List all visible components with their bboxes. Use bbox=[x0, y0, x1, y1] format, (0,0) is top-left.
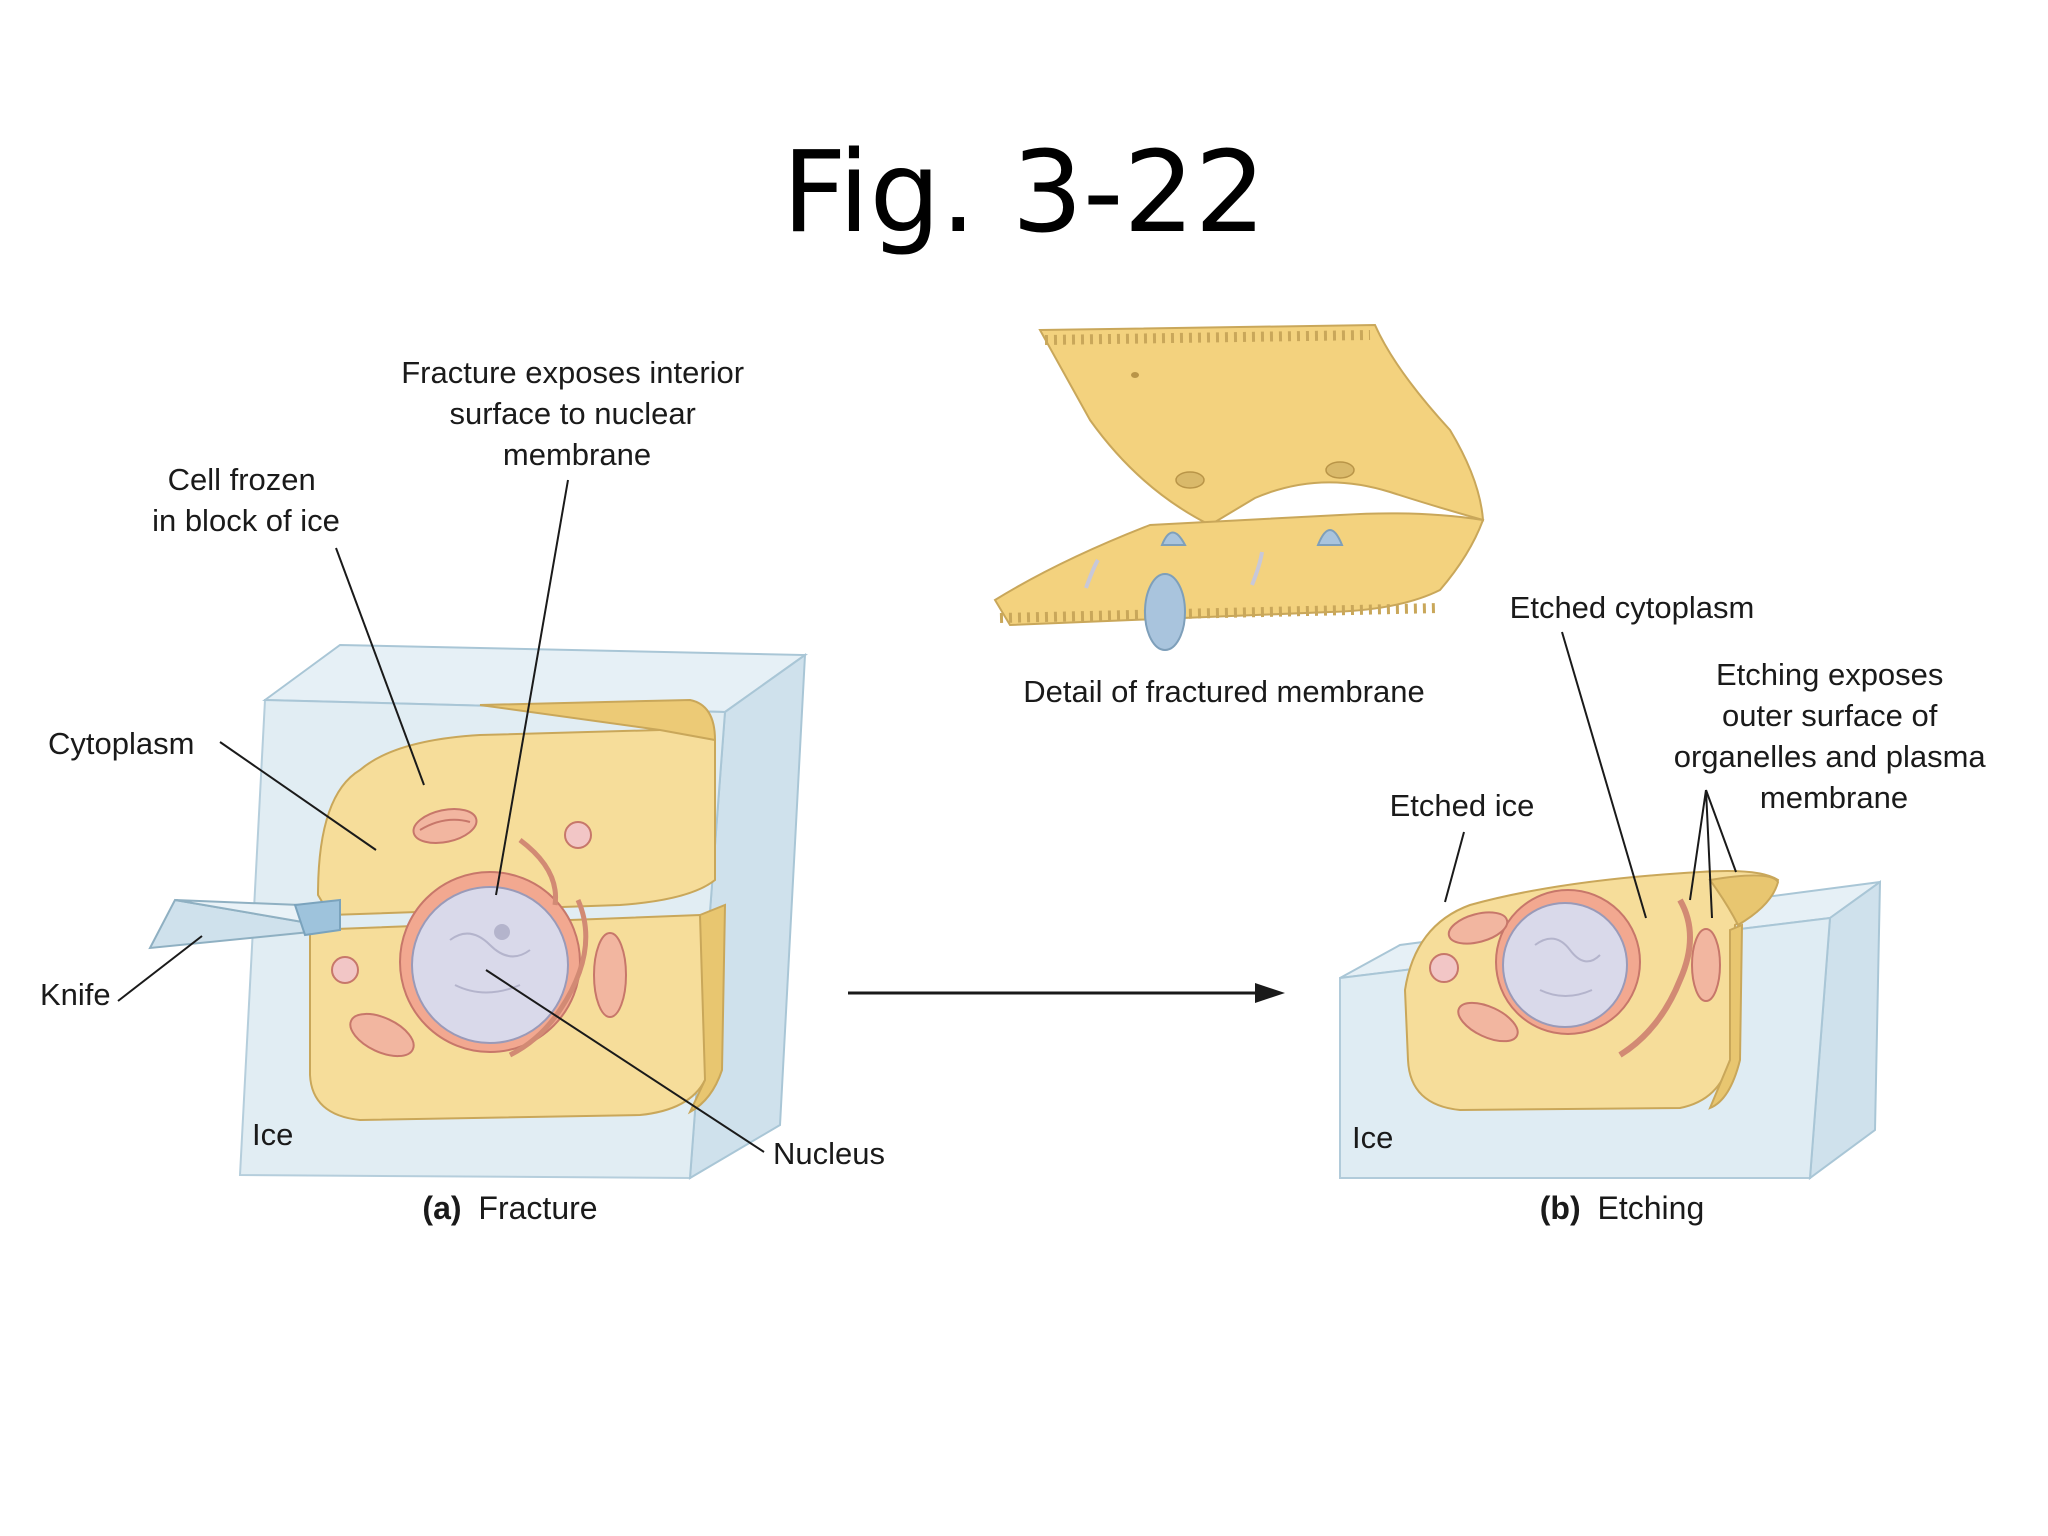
membrane-upper-pits bbox=[1131, 372, 1355, 489]
label-etching-exposes-line-4: membrane bbox=[1760, 780, 1908, 815]
caption-fracture-text: Fracture bbox=[478, 1190, 597, 1226]
caption-etching-text: Etching bbox=[1598, 1190, 1705, 1226]
label-cytoplasm: Cytoplasm bbox=[48, 726, 194, 761]
label-nucleus: Nucleus bbox=[773, 1136, 885, 1171]
leader-fracture-exposes bbox=[495, 479, 569, 896]
slide-title: Fig. 3-22 bbox=[782, 128, 1266, 258]
label-etching-exposes: Etching exposes outer surface of organel… bbox=[1674, 657, 1995, 815]
leader-cytoplasm bbox=[219, 741, 377, 851]
process-arrow bbox=[848, 983, 1285, 1003]
leader-etching-exposes-2 bbox=[1705, 789, 1713, 919]
label-fracture-exposes-line-3: membrane bbox=[503, 437, 651, 472]
knife bbox=[148, 898, 341, 950]
captions: (a) Fracture (b) Etching bbox=[422, 1190, 1704, 1226]
caption-etching: (b) Etching bbox=[1540, 1190, 1704, 1226]
label-detail-membrane: Detail of fractured membrane bbox=[1023, 674, 1424, 709]
labels: Fracture exposes interior surface to nuc… bbox=[40, 355, 1995, 1171]
leader-etching-exposes-1 bbox=[1689, 789, 1707, 901]
label-cell-frozen-line-2: in block of ice bbox=[152, 503, 340, 538]
leader-nucleus bbox=[485, 969, 765, 1153]
label-etching-exposes-line-2: outer surface of bbox=[1722, 698, 1938, 733]
organelles-b bbox=[1429, 898, 1721, 1058]
panel-fracture bbox=[148, 643, 809, 1180]
leader-etched-cytoplasm bbox=[1561, 631, 1647, 919]
label-etching-exposes-line-3: organelles and plasma bbox=[1674, 739, 1987, 774]
membrane-proteins bbox=[1084, 529, 1344, 651]
organelles-a bbox=[331, 807, 627, 1058]
label-fracture-exposes-line-1: Fracture exposes interior bbox=[401, 355, 744, 390]
leader-etching-exposes-3 bbox=[1705, 789, 1737, 873]
label-fracture-exposes-line-2: surface to nuclear bbox=[449, 396, 695, 431]
leader-cell-frozen bbox=[335, 547, 425, 786]
label-ice-b: Ice bbox=[1352, 1120, 1393, 1155]
nucleus-b bbox=[1495, 889, 1641, 1035]
label-etched-cytoplasm: Etched cytoplasm bbox=[1510, 590, 1755, 625]
label-knife: Knife bbox=[40, 977, 111, 1012]
caption-etching-letter: (b) bbox=[1540, 1190, 1581, 1226]
label-etched-ice: Etched ice bbox=[1390, 788, 1535, 823]
label-fracture-exposes: Fracture exposes interior surface to nuc… bbox=[401, 355, 753, 472]
label-cell-frozen: Cell frozen in block of ice bbox=[152, 462, 340, 538]
nucleus-a bbox=[399, 871, 581, 1053]
leader-etched-ice bbox=[1444, 831, 1465, 903]
leader-knife bbox=[117, 935, 203, 1002]
caption-fracture: (a) Fracture bbox=[422, 1190, 597, 1226]
caption-fracture-letter: (a) bbox=[422, 1190, 461, 1226]
label-ice-a: Ice bbox=[252, 1117, 293, 1152]
panel-etching bbox=[1339, 870, 1882, 1181]
membrane-detail bbox=[993, 323, 1485, 651]
label-cell-frozen-line-1: Cell frozen bbox=[168, 462, 316, 497]
label-etching-exposes-line-1: Etching exposes bbox=[1716, 657, 1943, 692]
